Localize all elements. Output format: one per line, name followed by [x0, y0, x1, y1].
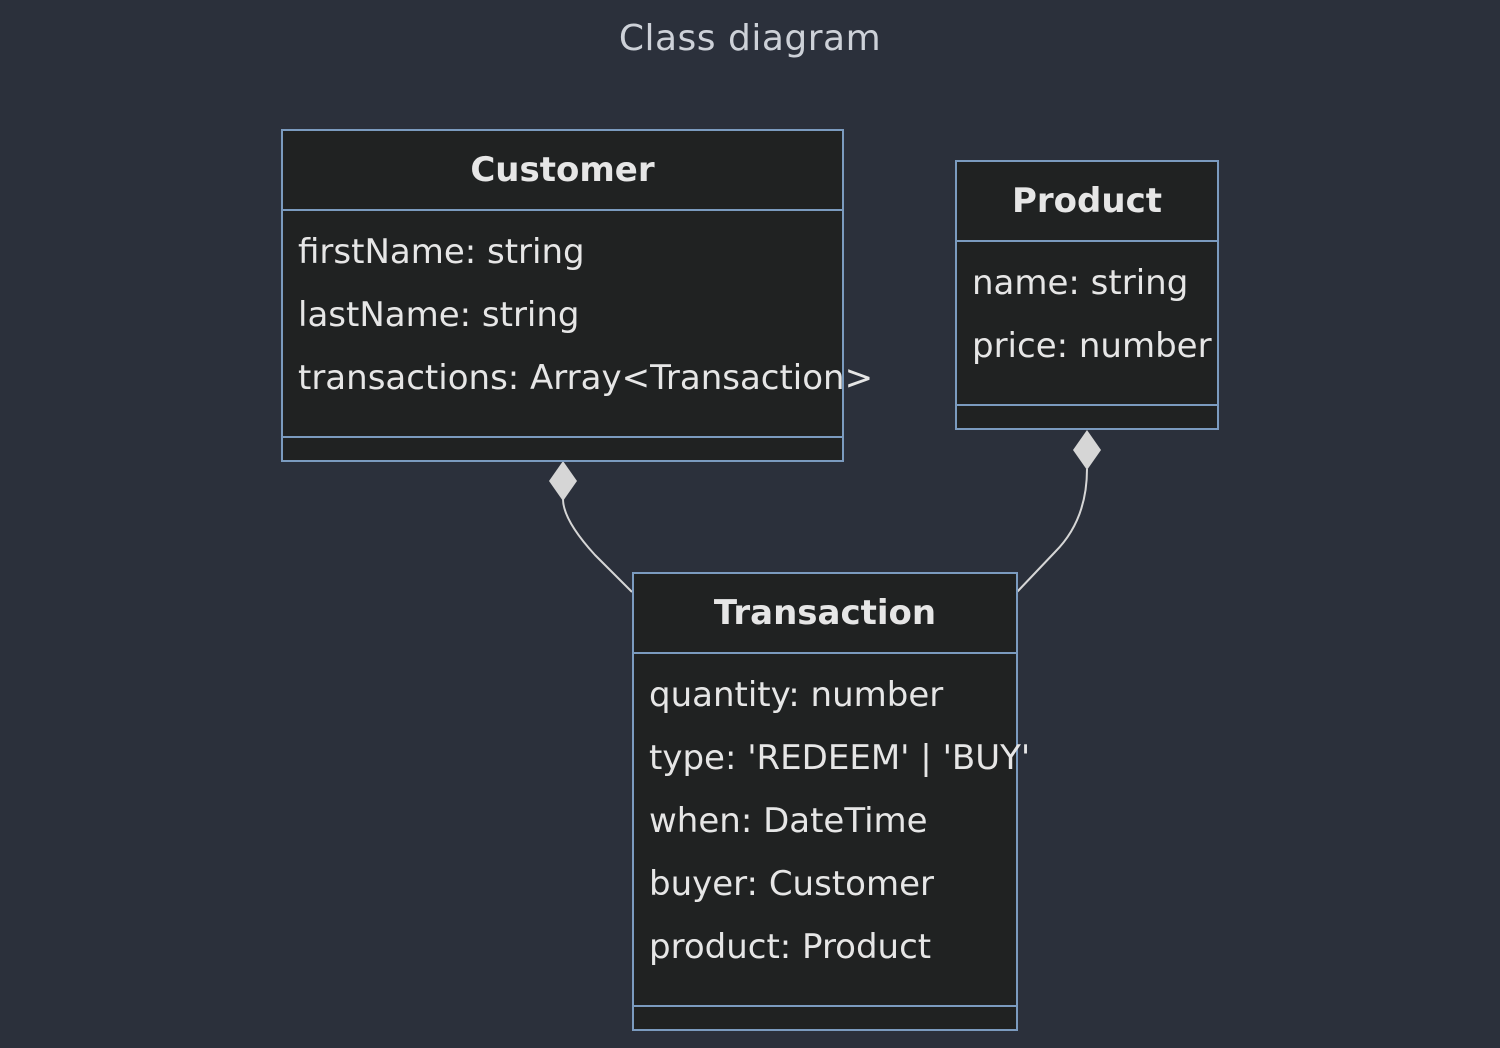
class-product[interactable]: Product name: string price: number	[955, 160, 1219, 430]
attribute-item: transactions: Array<Transaction>	[298, 358, 874, 398]
attribute-item: price: number	[972, 326, 1212, 366]
class-customer-title: Customer	[283, 131, 842, 211]
attribute-item: firstName: string	[298, 232, 585, 272]
class-product-title: Product	[957, 162, 1217, 242]
product-composition-diamond-icon	[1073, 430, 1101, 470]
class-product-methods	[957, 406, 1217, 428]
class-customer-attributes: firstName: string lastName: string trans…	[283, 211, 874, 438]
customer-composition-diamond-icon	[549, 461, 577, 501]
attribute-item: buyer: Customer	[649, 864, 934, 904]
class-product-attributes: name: string price: number	[957, 242, 1217, 406]
product-transaction-edge	[1016, 468, 1088, 593]
attribute-item: name: string	[972, 263, 1189, 303]
class-customer[interactable]: Customer firstName: string lastName: str…	[281, 129, 874, 462]
class-transaction-methods	[634, 1007, 1016, 1029]
attribute-item: lastName: string	[298, 295, 580, 335]
class-transaction-title: Transaction	[634, 574, 1016, 654]
customer-transaction-edge	[562, 498, 633, 593]
class-transaction[interactable]: Transaction quantity: number type: 'REDE…	[632, 572, 1031, 1031]
diagram-title: Class diagram	[618, 18, 882, 59]
attribute-item: type: 'REDEEM' | 'BUY'	[649, 738, 1031, 778]
attribute-item: product: Product	[649, 927, 932, 967]
attribute-item: quantity: number	[649, 675, 944, 715]
class-customer-methods	[283, 438, 842, 460]
class-transaction-attributes: quantity: number type: 'REDEEM' | 'BUY' …	[634, 654, 1031, 1007]
attribute-item: when: DateTime	[649, 801, 928, 841]
